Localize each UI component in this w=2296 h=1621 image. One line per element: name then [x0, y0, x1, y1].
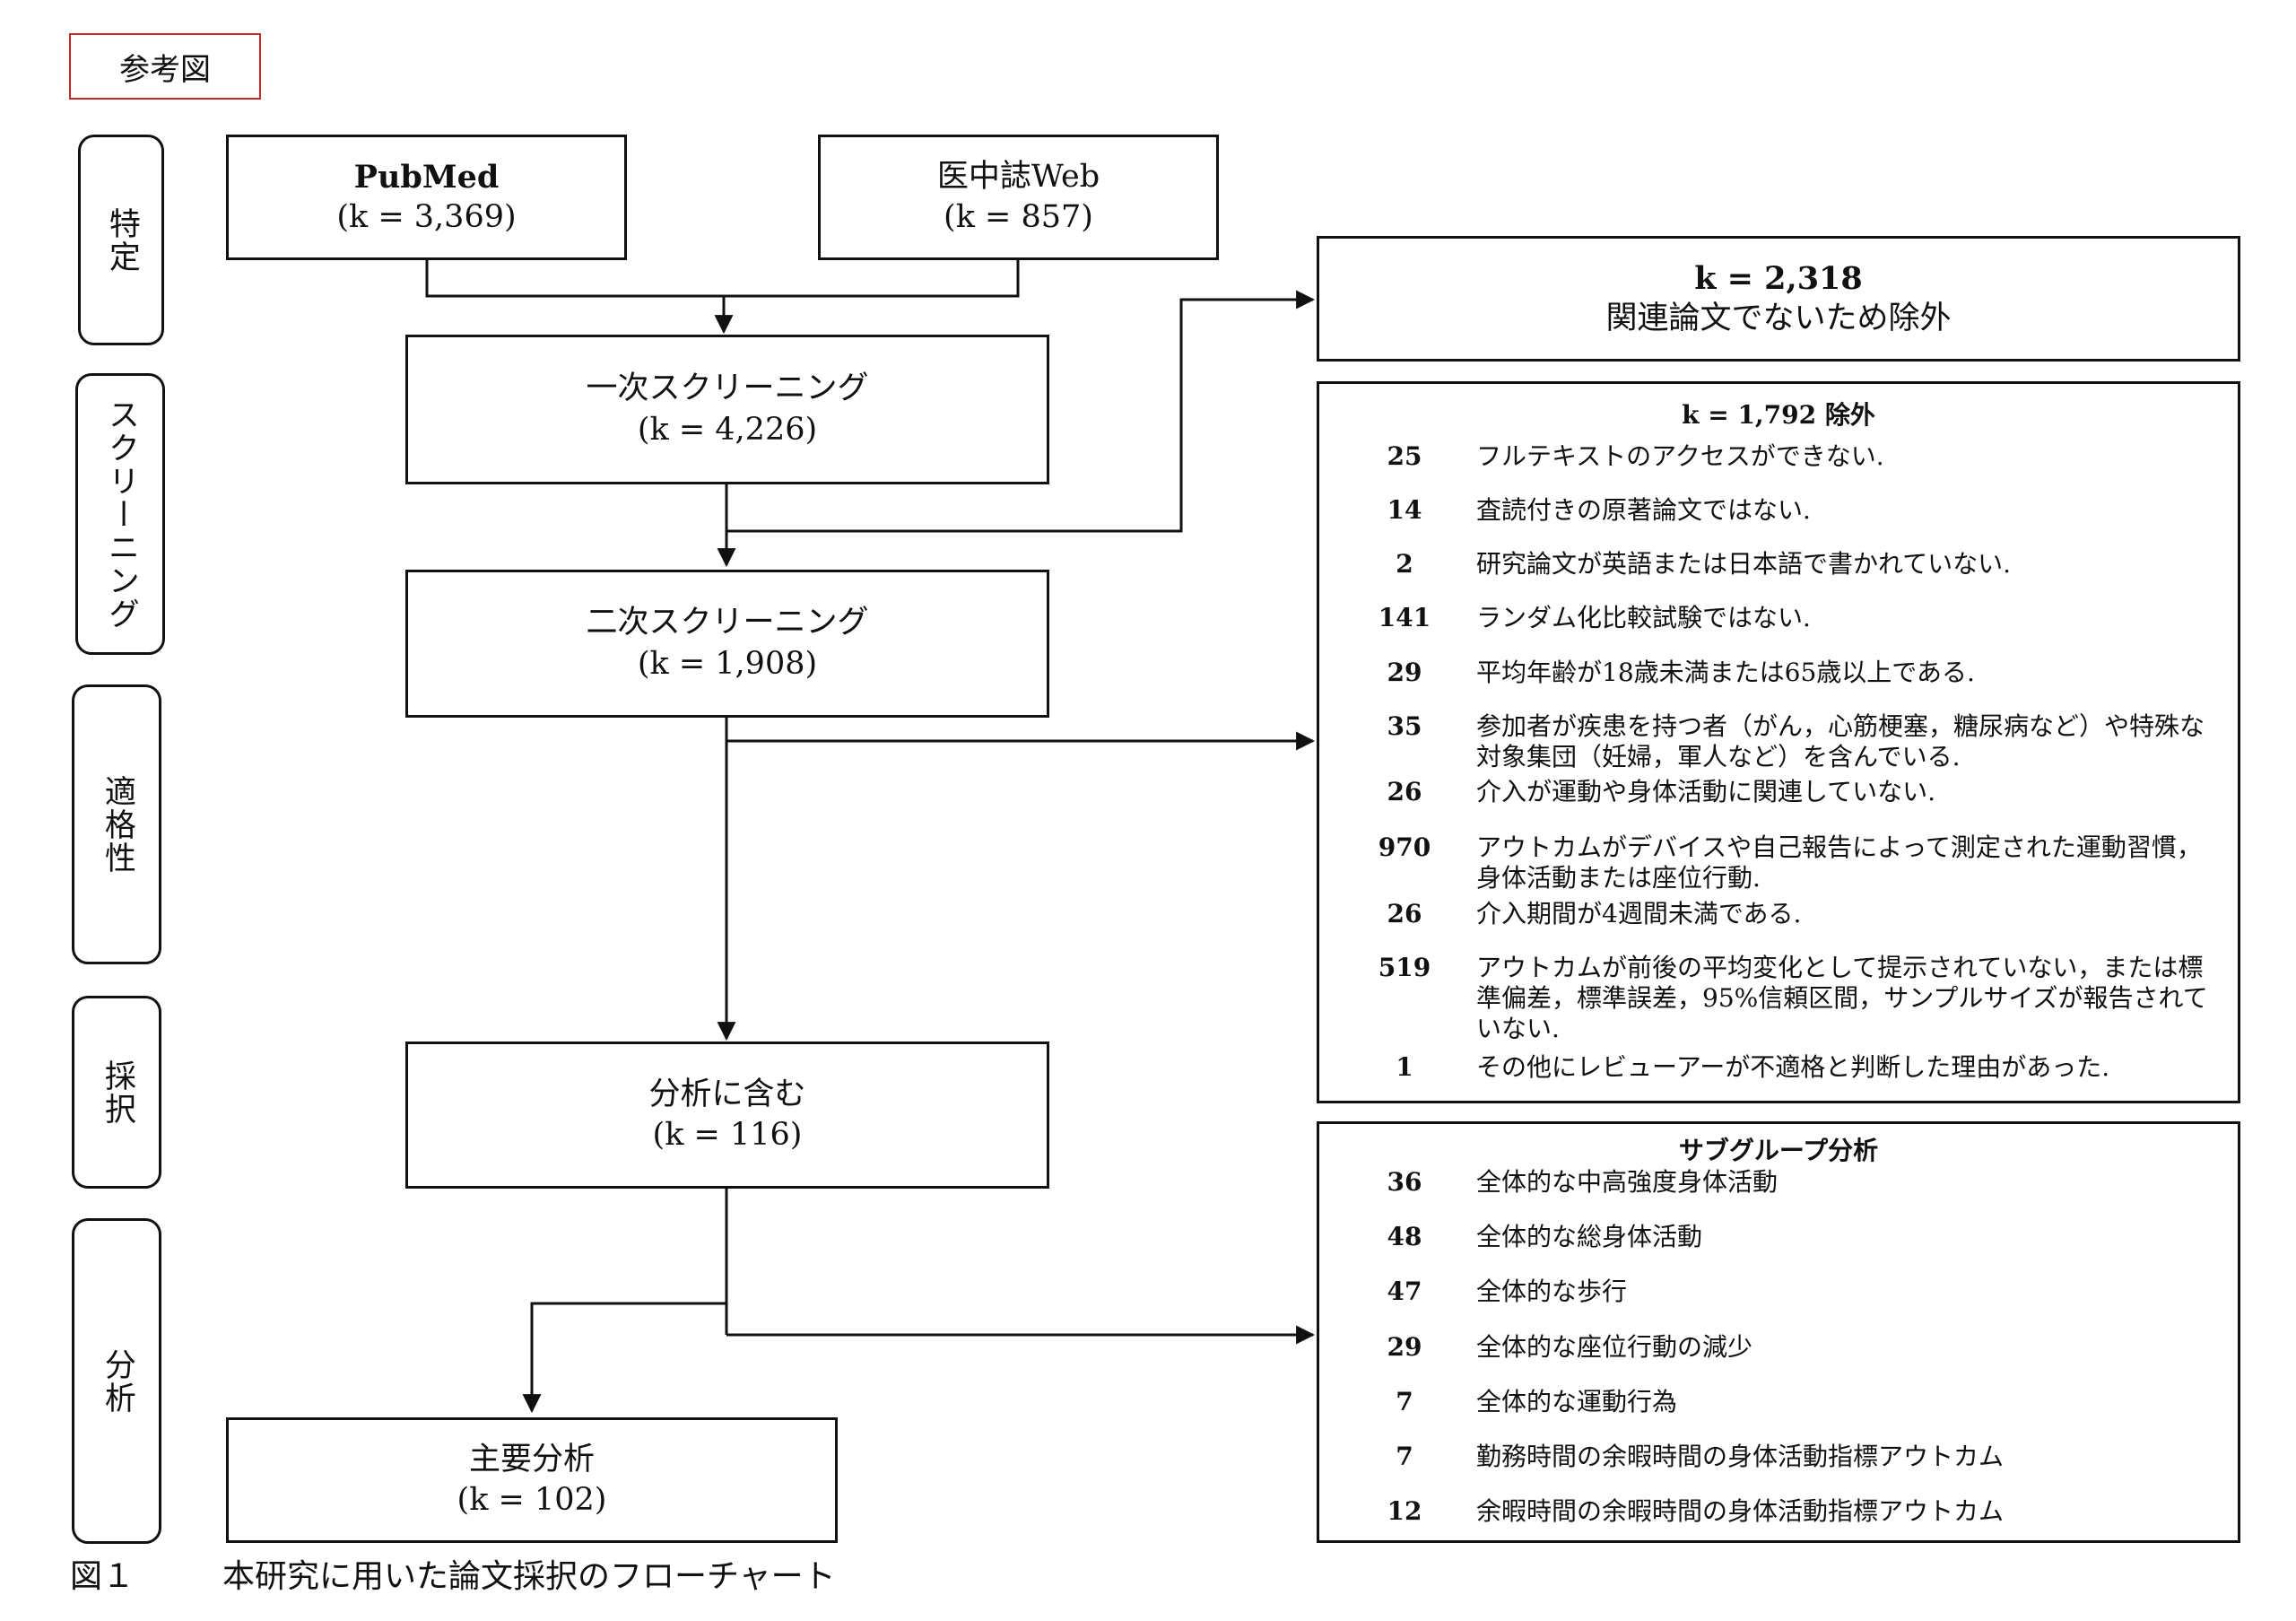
subgroup-panel: サブグループ分析 36 全体的な中高強度身体活動 48 全体的な総身体活動 47…	[1317, 1121, 2240, 1543]
exclusion1-text: 関連論文でないため除外	[1605, 301, 1952, 336]
item-count: 141	[1378, 603, 1431, 632]
item-text: 全体的な座位行動の減少	[1476, 1332, 1753, 1362]
item-text: ランダム化比較試験ではない.	[1476, 603, 1811, 632]
item-text: 全体的な歩行	[1476, 1277, 1628, 1306]
ichushi-box: 医中誌Web (k = 857)	[818, 135, 1219, 260]
item-count: 36	[1387, 1167, 1422, 1197]
item-text: 介入期間が4週間未満である.	[1476, 899, 1802, 928]
item-text: 全体的な中高強度身体活動	[1476, 1167, 1779, 1197]
exclusion1-box: k = 2,318 関連論文でないため除外	[1317, 236, 2240, 362]
stage-identification: 特定	[78, 135, 164, 345]
pubmed-box: PubMed (k = 3,369)	[226, 135, 627, 260]
arrow-to-exclusion1	[726, 290, 1316, 533]
item-text: 研究論文が英語または日本語で書かれていない.	[1476, 549, 2012, 579]
item-count: 519	[1378, 953, 1431, 982]
item-text: アウトカムが前後の平均変化として提示されていない，または標準偏差，標準誤差，95…	[1476, 953, 2208, 1043]
stage-analysis: 分析	[72, 1218, 161, 1544]
item-count: 29	[1387, 1332, 1422, 1362]
item-text: その他にレビューアーが不適格と判断した理由があった.	[1476, 1052, 2110, 1082]
screening1-box: 一次スクリーニング (k = 4,226)	[405, 335, 1049, 484]
screening2-count: (k = 1,908)	[637, 645, 818, 682]
included-box: 分析に含む (k = 116)	[405, 1041, 1049, 1189]
ichushi-title: 医中誌Web	[936, 158, 1100, 195]
pubmed-title: PubMed	[353, 158, 500, 196]
item-count: 970	[1378, 832, 1431, 862]
caption-text: 本研究に用いた論文採択のフローチャート	[222, 1558, 836, 1595]
item-count: 7	[1396, 1387, 1413, 1416]
item-count: 29	[1387, 658, 1422, 687]
included-count: (k = 116)	[652, 1117, 803, 1153]
item-count: 48	[1387, 1222, 1422, 1251]
item-count: 1	[1396, 1052, 1413, 1082]
screening1-count: (k = 4,226)	[637, 411, 818, 448]
item-text: 介入が運動や身体活動に関連していない.	[1476, 777, 1936, 806]
main-analysis-title: 主要分析	[468, 1441, 595, 1477]
item-text: 余暇時間の余暇時間の身体活動指標アウトカム	[1476, 1496, 2005, 1526]
item-text: アウトカムがデバイスや自己報告によって測定された運動習慣，身体活動または座位行動…	[1476, 832, 2202, 893]
reference-figure-tag: 参考図	[69, 33, 261, 100]
exclusion1-count: k = 2,318	[1694, 259, 1863, 297]
exclusion2-title: k = 1,792 除外	[1682, 400, 1875, 430]
main-analysis-box: 主要分析 (k = 102)	[226, 1417, 838, 1543]
item-text: 平均年齢が18歳未満または65歳以上である.	[1476, 658, 1975, 687]
item-text: 査読付きの原著論文ではない.	[1476, 495, 1811, 525]
item-count: 47	[1387, 1277, 1422, 1306]
item-count: 26	[1387, 899, 1422, 928]
caption-number: 図１	[70, 1558, 135, 1595]
ichushi-count: (k = 857)	[944, 199, 1093, 235]
item-count: 25	[1387, 441, 1422, 471]
stage-inclusion: 採択	[72, 996, 161, 1189]
included-title: 分析に含む	[648, 1076, 806, 1112]
exclusion2-panel: k = 1,792 除外 25 フルテキストのアクセスができない. 14 査読付…	[1317, 381, 2240, 1103]
item-count: 26	[1387, 777, 1422, 806]
pubmed-count: (k = 3,369)	[336, 199, 517, 235]
screening1-title: 一次スクリーニング	[586, 370, 869, 406]
arrow-to-main	[522, 1302, 726, 1414]
main-analysis-count: (k = 102)	[457, 1482, 607, 1518]
item-count: 12	[1387, 1496, 1422, 1526]
item-text: フルテキストのアクセスができない.	[1476, 441, 1884, 471]
merge-line	[425, 260, 1020, 298]
item-text: 全体的な運動行為	[1476, 1387, 1678, 1416]
stage-screening: スクリーニング	[75, 373, 165, 655]
item-count: 35	[1387, 711, 1422, 741]
figure-caption: 図１ 本研究に用いた論文採択のフローチャート	[70, 1550, 836, 1597]
item-count: 7	[1396, 1442, 1413, 1471]
screening2-title: 二次スクリーニング	[586, 605, 869, 641]
stage-eligibility: 適格性	[72, 684, 161, 964]
subgroup-title: サブグループ分析	[1678, 1136, 1879, 1165]
item-text: 勤務時間の余暇時間の身体活動指標アウトカム	[1476, 1442, 2005, 1471]
screening2-box: 二次スクリーニング (k = 1,908)	[405, 570, 1049, 718]
item-count: 2	[1396, 549, 1413, 579]
item-text: 参加者が疾患を持つ者（がん，心筋梗塞，糖尿病など）や特殊な対象集団（妊婦，軍人な…	[1476, 711, 2205, 771]
item-count: 14	[1387, 495, 1422, 525]
item-text: 全体的な総身体活動	[1476, 1222, 1703, 1251]
